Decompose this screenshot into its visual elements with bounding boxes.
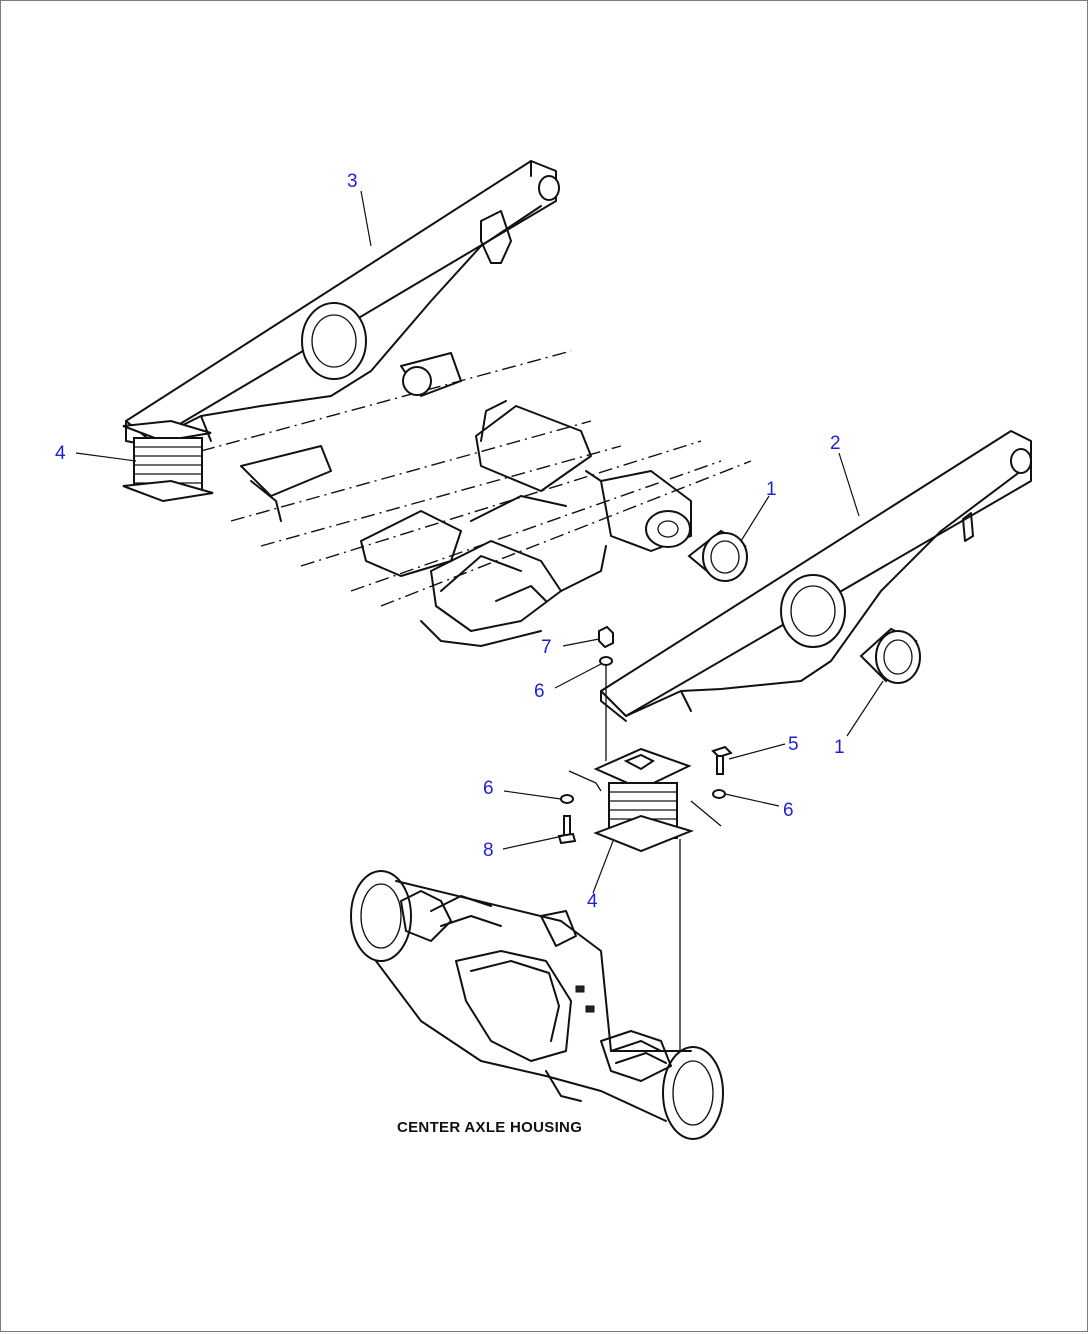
center-axle-housing <box>350 870 724 1140</box>
callout-6-right-washer: 6 <box>783 800 794 821</box>
frame-cross-member <box>240 352 692 647</box>
rubber-mount-lower <box>593 747 695 853</box>
bolt-8 <box>557 815 577 845</box>
callout-3-left-beam: 3 <box>347 171 358 192</box>
callout-1-upper-bushing: 1 <box>766 479 777 500</box>
nut-7 <box>598 625 614 649</box>
axle-housing-caption: CENTER AXLE HOUSING <box>397 1119 582 1136</box>
frame-rails-dashed <box>200 350 752 607</box>
callout-2-right-beam: 2 <box>830 433 841 454</box>
callout-6-top-washer: 6 <box>534 681 545 702</box>
bushing-lower <box>859 627 921 684</box>
bushing-upper <box>687 529 748 582</box>
washer-6-right <box>712 789 726 799</box>
callouts: 1 1 2 3 4 4 5 6 6 6 7 8 <box>55 171 845 912</box>
callout-1-lower-bushing: 1 <box>834 737 845 758</box>
bolt-5 <box>711 745 733 775</box>
callout-6-left-washer: 6 <box>483 778 494 799</box>
callout-7-nut: 7 <box>541 637 552 658</box>
callout-4-lower-mount: 4 <box>587 891 598 912</box>
washer-6-top <box>599 656 613 666</box>
callout-8-bolt: 8 <box>483 840 494 861</box>
washer-6-left <box>560 794 574 804</box>
callout-5-bolt: 5 <box>788 734 799 755</box>
callout-4-left-mount: 4 <box>55 443 66 464</box>
alignment-lines <box>568 666 722 1051</box>
walking-beam-left <box>125 160 560 447</box>
leader-lines <box>75 190 884 894</box>
walking-beam-right <box>600 430 1032 722</box>
rubber-mount-left <box>122 419 214 503</box>
